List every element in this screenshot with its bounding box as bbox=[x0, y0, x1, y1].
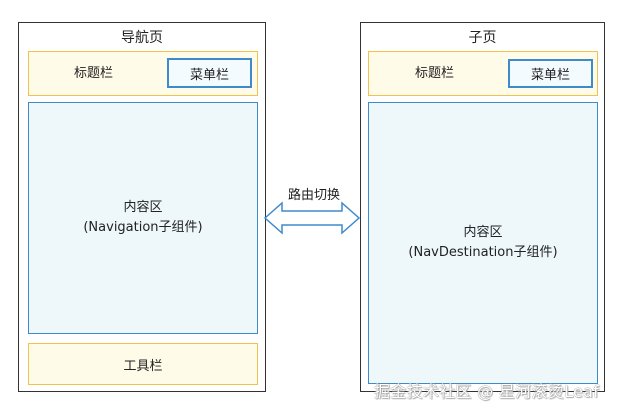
navigation-title-bar-label: 标题栏 bbox=[74, 66, 114, 81]
sub-page-title-bar-label: 标题栏 bbox=[415, 66, 455, 81]
navigation-menu-bar: 菜单栏 bbox=[167, 58, 252, 88]
sub-page-menu-bar-label: 菜单栏 bbox=[530, 68, 570, 83]
navigation-content-title: 内容区 bbox=[123, 200, 163, 215]
sub-page-content-subtitle: (NavDestination子组件) bbox=[408, 245, 558, 260]
navigation-content-area: 内容区 (Navigation子组件) bbox=[28, 102, 258, 334]
sub-page-menu-bar: 菜单栏 bbox=[508, 59, 593, 88]
sub-page-content-title: 内容区 bbox=[463, 225, 503, 240]
route-switch-label: 路由切换 bbox=[287, 188, 340, 203]
navigation-toolbar-label: 工具栏 bbox=[123, 358, 163, 374]
sub-page-title: 子页 bbox=[468, 30, 497, 46]
sub-page-content-area: 内容区 (NavDestination子组件) bbox=[368, 102, 598, 384]
sub-page-title-bar: 标题栏 bbox=[368, 51, 598, 96]
navigation-page-title: 导航页 bbox=[121, 30, 163, 46]
double-arrow-shape bbox=[263, 201, 361, 235]
navigation-menu-bar-label: 菜单栏 bbox=[189, 67, 229, 83]
navigation-toolbar: 工具栏 bbox=[28, 343, 258, 385]
navigation-content-subtitle: (Navigation子组件) bbox=[83, 220, 203, 235]
watermark-text: 掘金技术社区 @ 星河滚烫Leaf bbox=[374, 382, 600, 401]
route-switch-double-arrow bbox=[263, 201, 361, 235]
